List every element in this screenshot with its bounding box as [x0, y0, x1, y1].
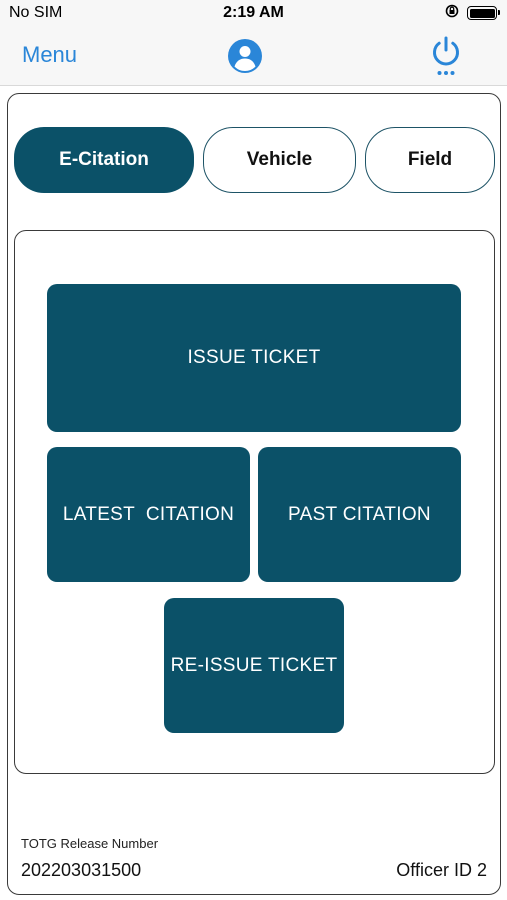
battery-icon — [467, 6, 500, 20]
orientation-lock-icon — [445, 4, 459, 23]
reissue-ticket-button[interactable]: RE-ISSUE TICKET — [164, 598, 344, 733]
past-citation-button[interactable]: PAST CITATION — [258, 447, 461, 582]
issue-ticket-button[interactable]: ISSUE TICKET — [47, 284, 461, 432]
release-number-value: 202203031500 — [21, 860, 142, 880]
tab-field[interactable]: Field — [365, 127, 495, 193]
tab-vehicle[interactable]: Vehicle — [203, 127, 356, 193]
status-bar: No SIM 2:19 AM — [0, 0, 507, 26]
release-number-label: TOTG Release Number — [21, 836, 159, 851]
main-card: E-Citation Vehicle Field ISSUE TICKET LA… — [7, 93, 501, 895]
menu-button[interactable]: Menu — [22, 42, 78, 67]
carrier-label: No SIM — [9, 4, 63, 21]
officer-id: Officer ID 2 — [396, 860, 487, 880]
nav-bar: Menu — [0, 26, 507, 86]
tab-e-citation[interactable]: E-Citation — [14, 127, 194, 193]
citation-actions-panel: ISSUE TICKET LATEST CITATION PAST CITATI… — [14, 230, 495, 774]
status-indicators — [445, 4, 500, 23]
person-circle-icon[interactable] — [227, 38, 263, 74]
power-icon[interactable] — [429, 34, 463, 76]
clock: 2:19 AM — [223, 4, 284, 21]
latest-citation-button[interactable]: LATEST CITATION — [47, 447, 250, 582]
